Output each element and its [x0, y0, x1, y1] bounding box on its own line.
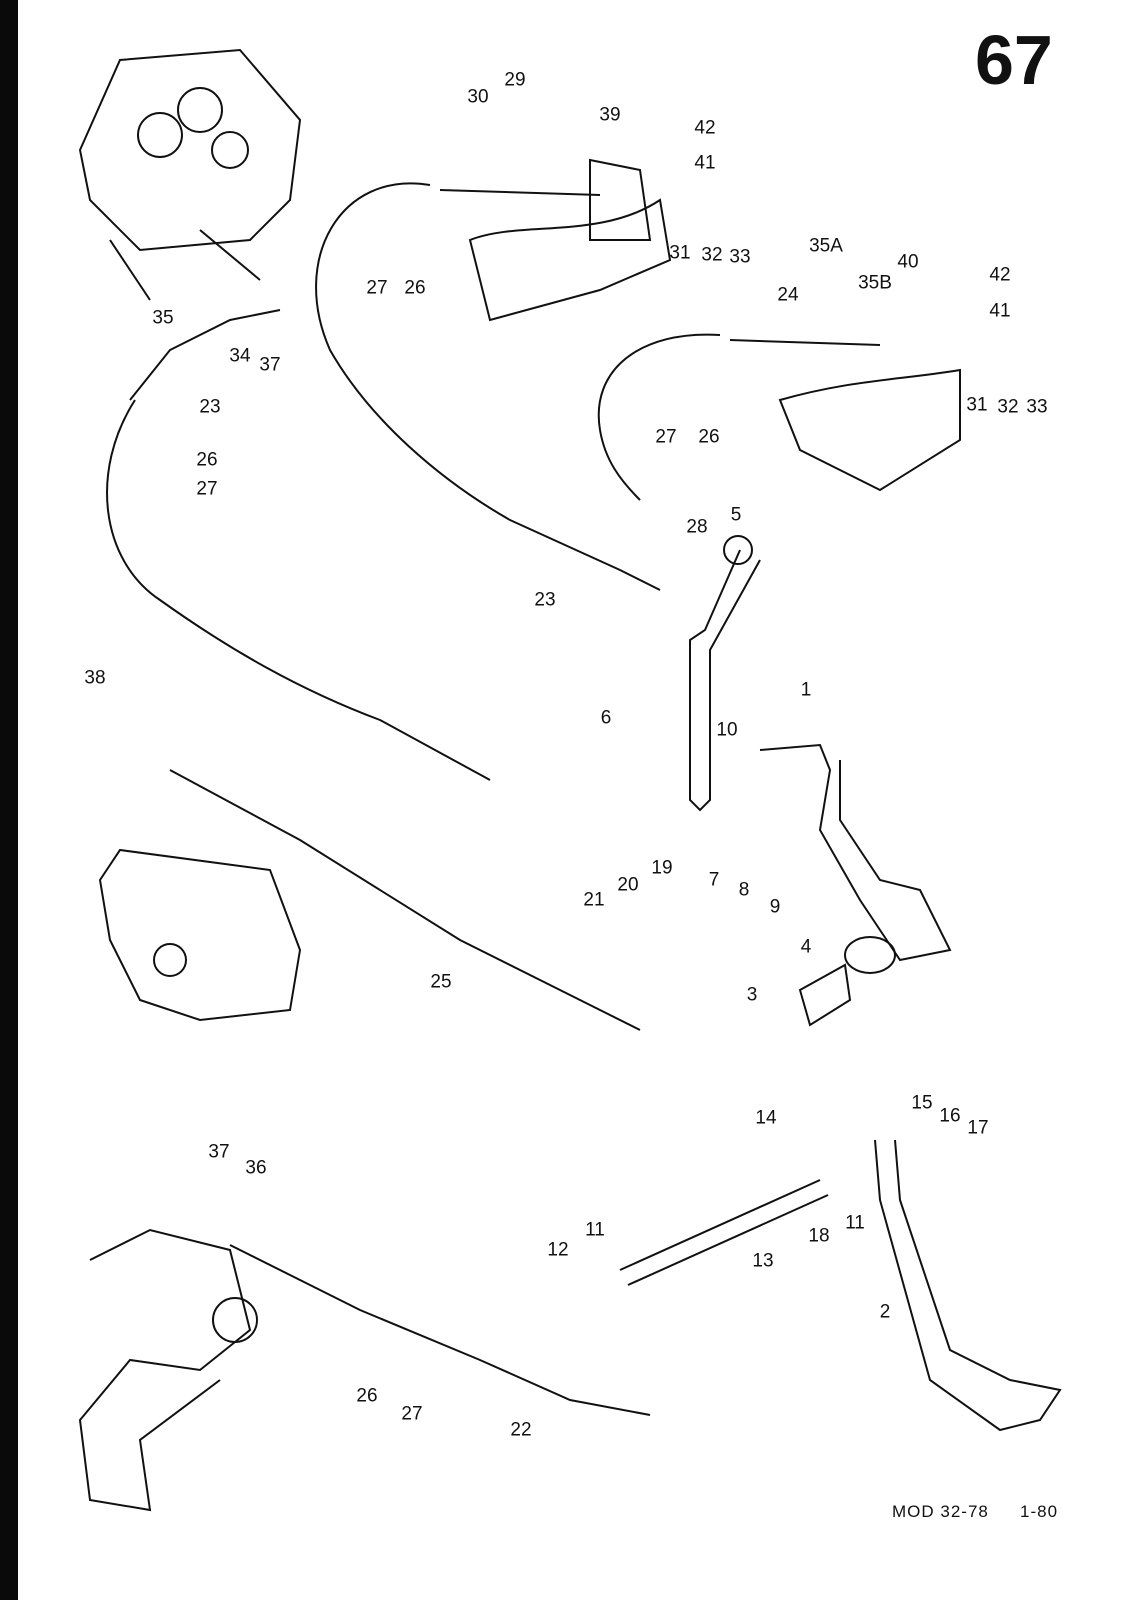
- callout-28: 28: [686, 516, 708, 538]
- bushing-3: [798, 963, 852, 1027]
- callout-42b: 42: [989, 264, 1011, 286]
- scan-edge-bar: [0, 0, 18, 1600]
- lever-5: [689, 549, 761, 812]
- callout-25: 25: [430, 971, 452, 993]
- callout-39: 39: [599, 104, 621, 126]
- footer-model: MOD 32-78: [892, 1502, 989, 1521]
- callout-30: 30: [467, 86, 489, 108]
- cable-23-left: [106, 399, 491, 781]
- callout-15: 15: [911, 1092, 933, 1114]
- carburetor-top: [78, 48, 302, 301]
- callout-6: 6: [600, 707, 612, 729]
- carburetor-middle-port: [153, 943, 187, 977]
- callout-20: 20: [617, 874, 639, 896]
- callout-27c: 27: [196, 478, 218, 500]
- callout-38: 38: [84, 667, 106, 689]
- footer-date: 1-80: [1020, 1502, 1059, 1521]
- throttle-body-bore: [212, 1297, 258, 1343]
- callout-21: 21: [583, 889, 605, 911]
- cable-25: [169, 769, 641, 1031]
- callout-41b: 41: [989, 300, 1011, 322]
- callout-5: 5: [730, 504, 742, 526]
- callout-37: 37: [259, 354, 281, 376]
- callout-23b: 23: [534, 589, 556, 611]
- callout-36: 36: [245, 1157, 267, 1179]
- callout-31b: 31: [966, 394, 988, 416]
- throttle-body: [78, 1228, 252, 1512]
- shaft-13: [619, 1179, 829, 1286]
- callout-13: 13: [752, 1250, 774, 1272]
- callout-14: 14: [755, 1107, 777, 1129]
- pedal-1: [759, 743, 952, 962]
- callout-34: 34: [229, 345, 251, 367]
- callout-37b: 37: [208, 1141, 230, 1163]
- pedal-2: [874, 1139, 1062, 1432]
- callout-12: 12: [547, 1239, 569, 1261]
- callout-4: 4: [800, 936, 812, 958]
- callout-11b: 11: [845, 1212, 865, 1234]
- callout-33b: 33: [1026, 396, 1048, 418]
- callout-7: 7: [708, 869, 720, 891]
- lever-5-eye: [723, 535, 753, 565]
- callout-2: 2: [879, 1301, 891, 1323]
- callout-41: 41: [694, 152, 716, 174]
- manifold-top: [468, 198, 672, 322]
- callout-26d: 26: [356, 1385, 378, 1407]
- callout-26c: 26: [196, 449, 218, 471]
- callout-27b: 27: [655, 426, 677, 448]
- callout-33: 33: [729, 246, 751, 268]
- callout-16: 16: [939, 1105, 961, 1127]
- callout-27: 27: [366, 277, 388, 299]
- callout-31: 31: [669, 242, 691, 264]
- callout-26: 26: [404, 277, 426, 299]
- callout-35: 35: [152, 307, 174, 329]
- callout-17: 17: [967, 1117, 989, 1139]
- callout-10: 10: [716, 719, 738, 741]
- callout-22: 22: [510, 1419, 532, 1441]
- cable-23-top: [315, 182, 661, 591]
- bracket-39: [589, 158, 652, 241]
- callout-8: 8: [738, 879, 750, 901]
- washer-4: [844, 936, 896, 974]
- carburetor-middle: [98, 848, 302, 1022]
- callout-18: 18: [808, 1225, 830, 1247]
- callout-35b: 35B: [858, 272, 892, 294]
- callout-40: 40: [897, 251, 919, 273]
- page-number: 67: [975, 21, 1053, 99]
- callout-29: 29: [504, 69, 526, 91]
- callout-27d: 27: [401, 1403, 423, 1425]
- callout-1: 1: [800, 679, 812, 701]
- callout-23: 23: [199, 396, 221, 418]
- callout-19: 19: [651, 857, 673, 879]
- callout-35a: 35A: [809, 235, 843, 257]
- callout-11: 11: [585, 1219, 605, 1241]
- callout-9: 9: [769, 896, 781, 918]
- callout-32: 32: [701, 244, 723, 266]
- callout-26b: 26: [698, 426, 720, 448]
- manifold-right: [778, 368, 961, 492]
- callout-32b: 32: [997, 396, 1019, 418]
- cable-24: [597, 333, 721, 501]
- cable-end-top: [439, 189, 601, 196]
- callout-3: 3: [746, 984, 758, 1006]
- callout-42: 42: [694, 117, 716, 139]
- cable-22: [229, 1244, 651, 1416]
- cable-end-right: [729, 339, 881, 346]
- callout-24: 24: [777, 284, 799, 306]
- cable-end-left: [129, 309, 281, 401]
